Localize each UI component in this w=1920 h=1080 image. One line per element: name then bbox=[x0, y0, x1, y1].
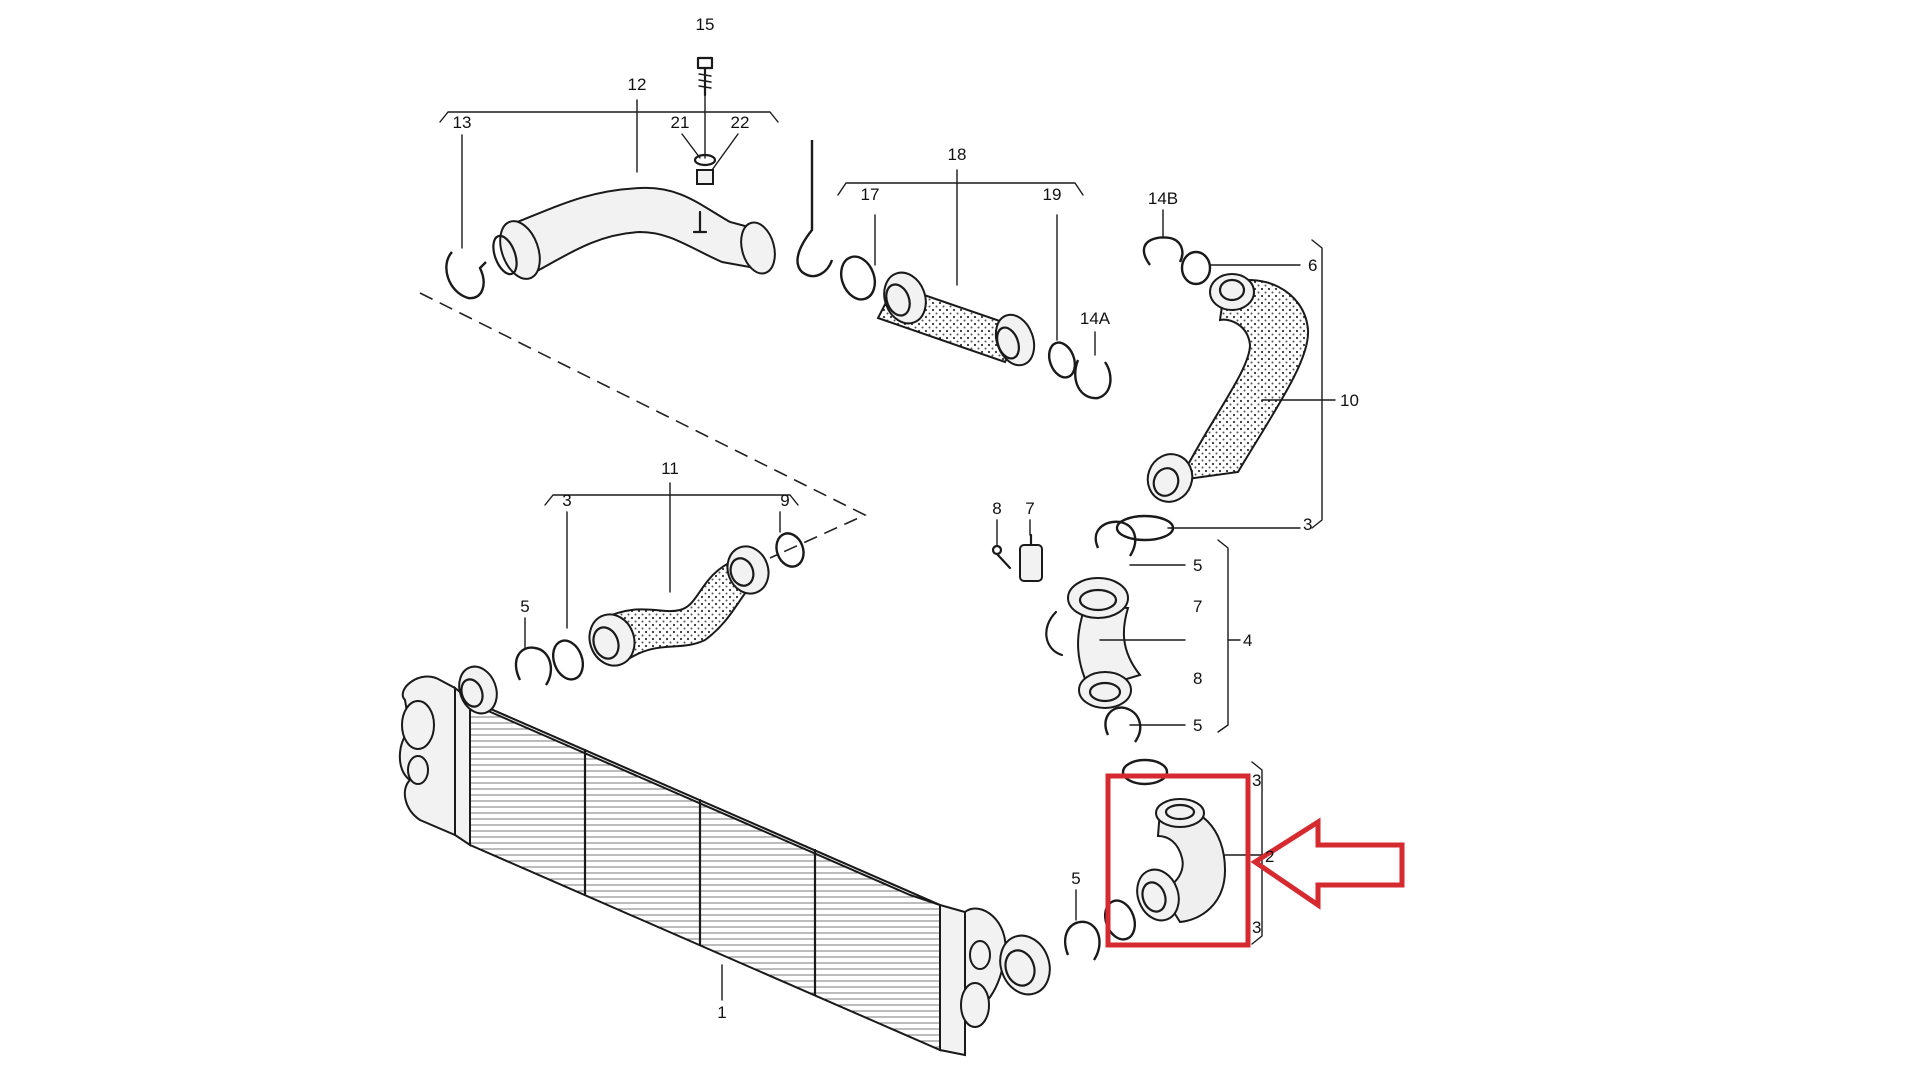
callout-22: 22 bbox=[731, 113, 750, 132]
callout-21: 21 bbox=[671, 113, 690, 132]
intercooler-1 bbox=[398, 665, 1051, 1057]
leader-21 bbox=[681, 133, 701, 159]
callout-5-lower: 5 bbox=[1193, 716, 1202, 735]
ring-6 bbox=[1180, 250, 1212, 286]
hose-2 bbox=[1136, 798, 1227, 924]
hose-4 bbox=[1045, 577, 1142, 709]
callout-9: 9 bbox=[780, 491, 789, 510]
hose-11 bbox=[588, 545, 770, 667]
clamp-14b bbox=[1142, 236, 1184, 266]
clamp-13 bbox=[445, 251, 487, 300]
bracket-10 bbox=[1167, 239, 1336, 529]
ring-17 bbox=[839, 255, 877, 301]
clamp-5-cooler-right bbox=[1063, 920, 1101, 961]
ring-9 bbox=[775, 532, 805, 568]
clamp-5-lower bbox=[1104, 706, 1142, 743]
callout-12: 12 bbox=[628, 75, 647, 94]
callout-8-screw: 8 bbox=[992, 499, 1001, 518]
screw-8 bbox=[991, 544, 1012, 570]
bracket-4 bbox=[1099, 539, 1241, 733]
leader-22 bbox=[711, 133, 739, 171]
callout-14a: 14A bbox=[1080, 309, 1111, 328]
upper-charge-pipe bbox=[492, 186, 776, 280]
bracket-18 bbox=[837, 169, 1084, 286]
sensor-7 bbox=[1019, 533, 1043, 582]
ring-3-upper bbox=[1115, 514, 1175, 542]
callout-5-right: 5 bbox=[1071, 869, 1080, 888]
left-arrow-outline-icon bbox=[1250, 817, 1405, 910]
highlight-box bbox=[1105, 773, 1251, 948]
callout-18: 18 bbox=[948, 145, 967, 164]
callout-4: 4 bbox=[1243, 631, 1252, 650]
callout-1: 1 bbox=[717, 1003, 726, 1022]
callout-3-lower: 3 bbox=[1252, 918, 1261, 937]
bracket-2 bbox=[1224, 761, 1263, 945]
clamp-5-cooler-left bbox=[514, 646, 553, 686]
clamp-5-upper bbox=[1094, 520, 1137, 557]
bracket-12 bbox=[439, 99, 779, 173]
dashed-connection-line bbox=[419, 292, 867, 559]
callout-5-upper: 5 bbox=[1193, 556, 1202, 575]
ring-3-cooler-left bbox=[551, 639, 585, 681]
callout-19: 19 bbox=[1043, 185, 1062, 204]
callout-3-left: 3 bbox=[562, 491, 571, 510]
callout-11: 11 bbox=[661, 459, 679, 478]
hose-10 bbox=[1146, 273, 1310, 503]
callout-2: 2 bbox=[1265, 847, 1274, 866]
ring-19 bbox=[1047, 341, 1077, 379]
callout-17: 17 bbox=[861, 185, 880, 204]
callout-14b: 14B bbox=[1148, 189, 1178, 208]
callout-7-sensor: 7 bbox=[1025, 499, 1034, 518]
callout-8-hose: 8 bbox=[1193, 669, 1202, 688]
callout-15: 15 bbox=[696, 15, 715, 34]
ring-3-mid bbox=[1121, 758, 1169, 786]
bracket-11 bbox=[544, 482, 799, 629]
callout-5-left: 5 bbox=[520, 597, 529, 616]
callout-3-upper: 3 bbox=[1303, 515, 1312, 534]
callout-13: 13 bbox=[453, 113, 472, 132]
clamp-upper-right bbox=[796, 140, 834, 278]
callout-3-mid: 3 bbox=[1252, 771, 1261, 790]
callout-10: 10 bbox=[1340, 391, 1359, 410]
hose-18 bbox=[876, 271, 1036, 367]
bolt-15-assembly bbox=[693, 56, 717, 185]
clamp-14a bbox=[1074, 359, 1112, 400]
callout-7-hose: 7 bbox=[1193, 597, 1202, 616]
callout-6: 6 bbox=[1308, 256, 1317, 275]
